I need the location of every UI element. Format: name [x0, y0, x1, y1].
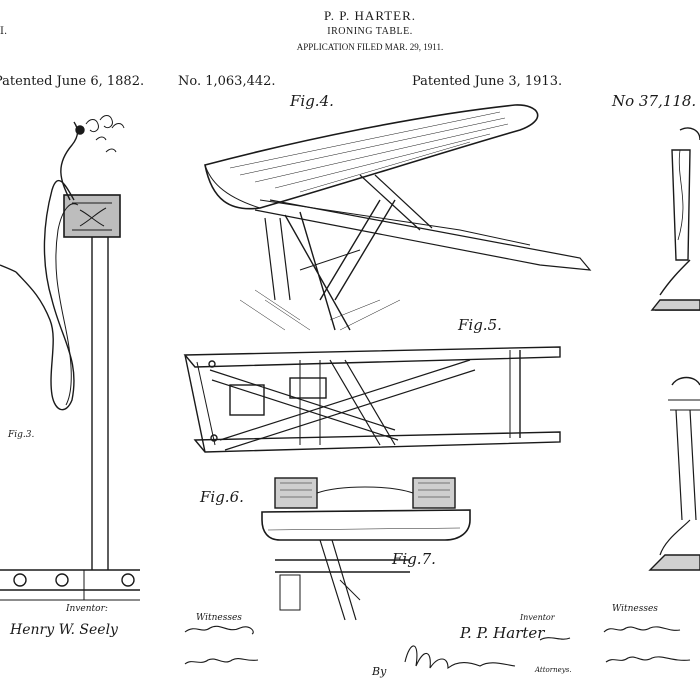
- center-inventor-signature: P. P. Harter: [460, 624, 545, 642]
- left-corner-letter: I.: [0, 26, 8, 37]
- center-attorneys-label: Attorneys.: [535, 666, 572, 674]
- fig4-ironing-board-drawing: [204, 104, 592, 331]
- fig4-label: Fig.4.: [290, 92, 334, 110]
- left-inventor-signature: Henry W. Seely: [10, 622, 118, 638]
- center-inventor-label: Inventor: [520, 613, 555, 622]
- fig5-label: Fig.5.: [458, 316, 502, 334]
- right-patent-number: No 37,118.: [612, 92, 697, 110]
- center-patent-number: No. 1,063,442.: [178, 74, 276, 89]
- right-lamp-drawing: [648, 127, 700, 571]
- right-signatures-drawing: [603, 626, 691, 663]
- left-figure-label: Fig.3.: [8, 430, 35, 440]
- fig7-detail-drawing: [275, 539, 410, 621]
- center-inventor-name: P. P. HARTER.: [323, 8, 417, 23]
- fig6-section-drawing: [261, 477, 471, 541]
- center-application-date: APPLICATION FILED MAR. 29, 1911.: [296, 42, 444, 52]
- right-witnesses-label: Witnesses: [612, 604, 658, 614]
- center-title: IRONING TABLE.: [327, 26, 413, 37]
- fig5-frame-drawing: [183, 346, 561, 453]
- center-witnesses-label: Witnesses: [196, 613, 242, 623]
- center-patented-date: Patented June 3, 1913.: [412, 74, 563, 89]
- fig7-label: Fig.7.: [392, 550, 436, 568]
- left-apparatus-drawing: [0, 115, 140, 601]
- left-inventor-label: Inventor:: [66, 604, 108, 614]
- left-patented-date: Patented June 6, 1882.: [0, 74, 145, 89]
- center-by-label: By: [372, 665, 387, 678]
- center-signatures-drawing: [184, 625, 571, 670]
- fig6-label: Fig.6.: [200, 488, 244, 506]
